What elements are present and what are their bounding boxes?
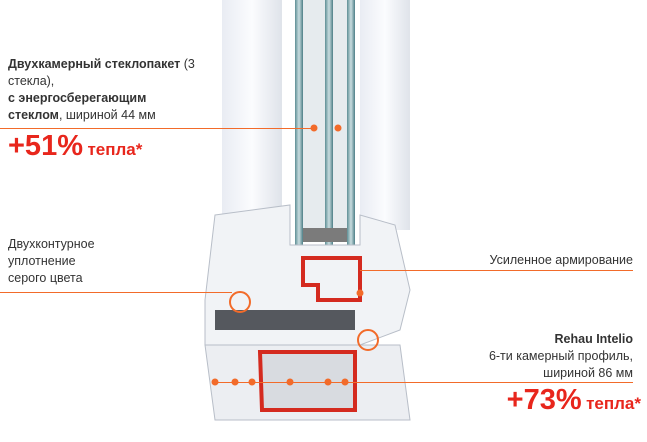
glass-gain: +51% тепла* [8,130,142,163]
profile-gain-label: тепла* [586,394,641,413]
glass-pane [295,0,303,245]
profile-gain-value: +73% [506,384,582,416]
seal-marker [229,291,251,313]
seal-leader-line [0,292,232,293]
reinforcement-lower [257,350,357,412]
profile-leader-line [215,382,633,383]
profile-title: Rehau Intelio [554,332,633,346]
profile-gain: +73% тепла* [507,384,641,417]
reinforcement-leader-line [360,270,633,271]
glass-pane [325,0,333,245]
reinforcement-upper [301,256,362,302]
seal-description: Двухконтурное уплотнение серого цвета [8,236,95,287]
seal-line1: Двухконтурное [8,237,95,251]
glass-chamber [303,0,325,235]
glass-title-extra: (3 стекла), [8,57,195,88]
glass-title: Двухкамерный стеклопакет [8,57,181,71]
glass-line4-rest: , шириной 44 мм [58,108,156,122]
profile-chamber [215,310,355,330]
glass-pane [347,0,355,245]
glass-gain-label: тепла* [87,140,143,159]
frame-right [360,0,410,230]
glass-gain-value: +51% [8,130,83,162]
profile-description: Rehau Intelio 6-ти камерный профиль, шир… [489,331,633,382]
glass-line4-bold: стеклом [8,108,59,122]
spacer [303,228,347,242]
seal-line2: уплотнение [8,254,76,268]
glass-chamber [333,0,347,235]
profile-line2: шириной 86 мм [543,366,633,380]
glass-leader-line [0,128,314,129]
seal-line3: серого цвета [8,271,83,285]
profile-line1: 6-ти камерный профиль, [488,349,633,363]
glass-description: Двухкамерный стеклопакет (3 стекла), с э… [8,56,228,124]
reinforcement-label: Усиленное армирование [489,253,633,267]
seal-marker [357,329,379,351]
glass-line3: с энергосберегающим [8,91,147,105]
